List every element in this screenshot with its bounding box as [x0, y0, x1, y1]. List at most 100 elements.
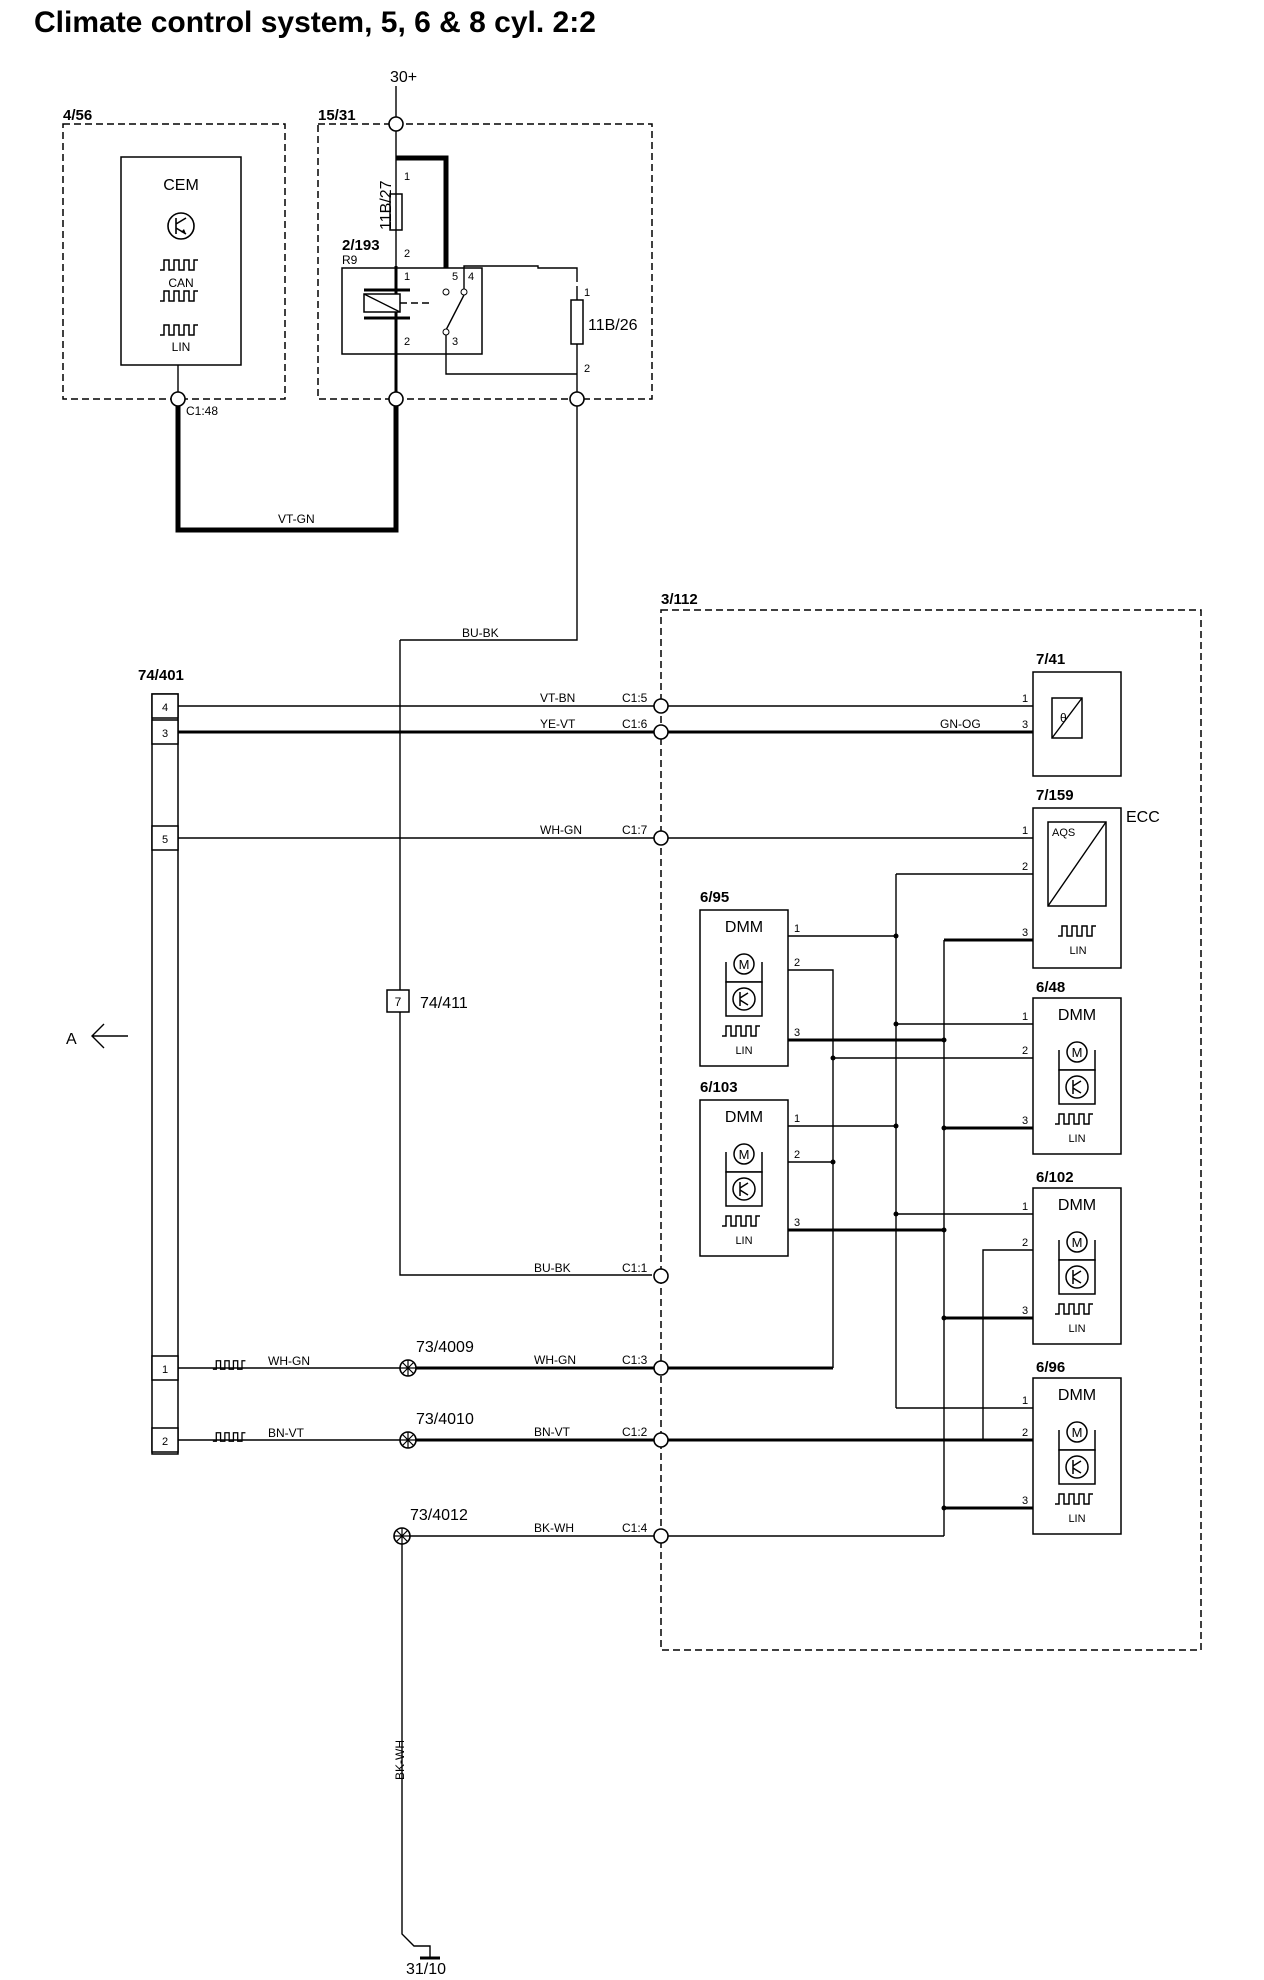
svg-text:73/4009: 73/4009 — [416, 1339, 474, 1356]
svg-text:4: 4 — [162, 702, 168, 714]
svg-text:C1:2: C1:2 — [622, 1425, 648, 1439]
svg-text:1: 1 — [404, 171, 410, 183]
svg-text:1: 1 — [794, 1113, 800, 1125]
cem-connector: C1:48 — [186, 404, 218, 418]
wire-bk-wh: BK-WH — [534, 1521, 574, 1535]
svg-text:DMM: DMM — [1058, 1007, 1096, 1024]
svg-text:3: 3 — [794, 1217, 800, 1229]
svg-text:3: 3 — [1022, 1495, 1028, 1507]
svg-text:C1:3: C1:3 — [622, 1353, 648, 1367]
svg-text:73/4012: 73/4012 — [410, 1507, 468, 1524]
ecc-name: ECC — [1126, 809, 1160, 826]
wire-wh-gn: WH-GN — [540, 823, 582, 837]
cem-module — [120, 156, 242, 366]
dmm-6-96-ref: 6/96 — [1036, 1359, 1065, 1376]
relay-ref: 2/193 — [342, 237, 380, 254]
theta-icon: θ — [1060, 711, 1067, 725]
ground-label: 31/10 — [406, 1961, 446, 1978]
svg-text:5: 5 — [452, 271, 458, 283]
splice-74-411 — [386, 989, 410, 1013]
dmm-6-95-ref: 6/95 — [700, 889, 729, 906]
svg-text:1: 1 — [1022, 693, 1028, 705]
temp-sensor-ref: 7/41 — [1036, 651, 1065, 668]
wire-bu-bk-top: BU-BK — [462, 626, 499, 640]
svg-text:2: 2 — [1022, 1237, 1028, 1249]
svg-text:3: 3 — [1022, 1115, 1028, 1127]
fuse-11b26 — [570, 299, 584, 345]
svg-text:LIN: LIN — [735, 1045, 752, 1057]
svg-text:1: 1 — [1022, 1395, 1028, 1407]
aqs-ref: 7/159 — [1036, 787, 1074, 804]
svg-text:C1:6: C1:6 — [622, 717, 648, 731]
svg-text:2: 2 — [794, 1149, 800, 1161]
svg-text:1: 1 — [162, 1364, 168, 1376]
svg-text:LIN: LIN — [735, 1235, 752, 1247]
fuse2-label: 11B/26 — [588, 317, 638, 334]
wire-bk-wh-vertical: BK-WH — [393, 1740, 407, 1780]
wire-vt-bn: VT-BN — [540, 691, 575, 705]
svg-text:3: 3 — [1022, 927, 1028, 939]
dmm-6-48-ref: 6/48 — [1036, 979, 1065, 996]
svg-text:1: 1 — [1022, 1201, 1028, 1213]
svg-text:1: 1 — [404, 271, 410, 283]
relay-box-ref: 15/31 — [318, 107, 356, 124]
wire-ye-vt: YE-VT — [540, 717, 576, 731]
wire-gn-og: GN-OG — [940, 717, 981, 731]
cem-name: CEM — [163, 177, 199, 194]
svg-text:DMM: DMM — [1058, 1387, 1096, 1404]
ecc-boundary — [660, 609, 1202, 1651]
splice-73-4012 — [393, 1527, 411, 1545]
relay-box-boundary — [317, 123, 653, 400]
cem-lin-label: LIN — [172, 340, 191, 354]
svg-text:7: 7 — [395, 995, 402, 1009]
svg-text:2: 2 — [584, 363, 590, 375]
wire-bn-vt-lin: BN-VT — [268, 1426, 305, 1440]
relay-id: R9 — [342, 253, 358, 267]
wire-bu-bk: BU-BK — [534, 1261, 571, 1275]
svg-text:1: 1 — [794, 923, 800, 935]
dmm-6-103-ref: 6/103 — [700, 1079, 738, 1096]
svg-text:LIN: LIN — [1068, 1133, 1085, 1145]
fuse1-label: 11B/27 — [378, 180, 395, 230]
arrow-left-icon — [91, 1023, 128, 1049]
svg-text:3: 3 — [162, 728, 168, 740]
svg-text:2: 2 — [1022, 1045, 1028, 1057]
splice-73-4009 — [399, 1359, 417, 1377]
splice-73-4010 — [399, 1431, 417, 1449]
wire-wh-gn-lin: WH-GN — [268, 1354, 310, 1368]
relay-r9 — [341, 267, 483, 355]
svg-text:BN-VT: BN-VT — [534, 1425, 571, 1439]
svg-text:3: 3 — [794, 1027, 800, 1039]
connector-block-ref: 74/401 — [138, 667, 184, 684]
svg-text:2: 2 — [404, 336, 410, 348]
svg-text:LIN: LIN — [1068, 1513, 1085, 1525]
svg-text:5: 5 — [162, 834, 168, 846]
svg-text:2: 2 — [1022, 1427, 1028, 1439]
svg-text:1: 1 — [1022, 1011, 1028, 1023]
page-title: Climate control system, 5, 6 & 8 cyl. 2:… — [34, 6, 596, 39]
svg-text:1: 1 — [1022, 825, 1028, 837]
svg-text:4: 4 — [468, 271, 474, 283]
transistor-icon — [167, 212, 195, 240]
svg-text:AQS: AQS — [1052, 827, 1075, 839]
svg-text:2: 2 — [794, 957, 800, 969]
svg-text:DMM: DMM — [725, 919, 763, 936]
svg-text:2: 2 — [404, 248, 410, 260]
splice-ref: 74/411 — [420, 995, 468, 1012]
arrow-label: A — [66, 1031, 77, 1048]
svg-text:LIN: LIN — [1068, 1323, 1085, 1335]
cem-can-label: CAN — [168, 276, 193, 290]
wire-vt-gn: VT-GN — [278, 512, 315, 526]
svg-text:DMM: DMM — [725, 1109, 763, 1126]
svg-text:C1:4: C1:4 — [622, 1521, 648, 1535]
svg-text:2: 2 — [162, 1436, 168, 1448]
svg-text:3: 3 — [1022, 1305, 1028, 1317]
svg-text:1: 1 — [584, 287, 590, 299]
svg-text:3: 3 — [452, 336, 458, 348]
svg-text:C1:5: C1:5 — [622, 691, 648, 705]
svg-text:2: 2 — [1022, 861, 1028, 873]
cem-ref: 4/56 — [63, 107, 92, 124]
supply-label: 30+ — [390, 69, 417, 86]
